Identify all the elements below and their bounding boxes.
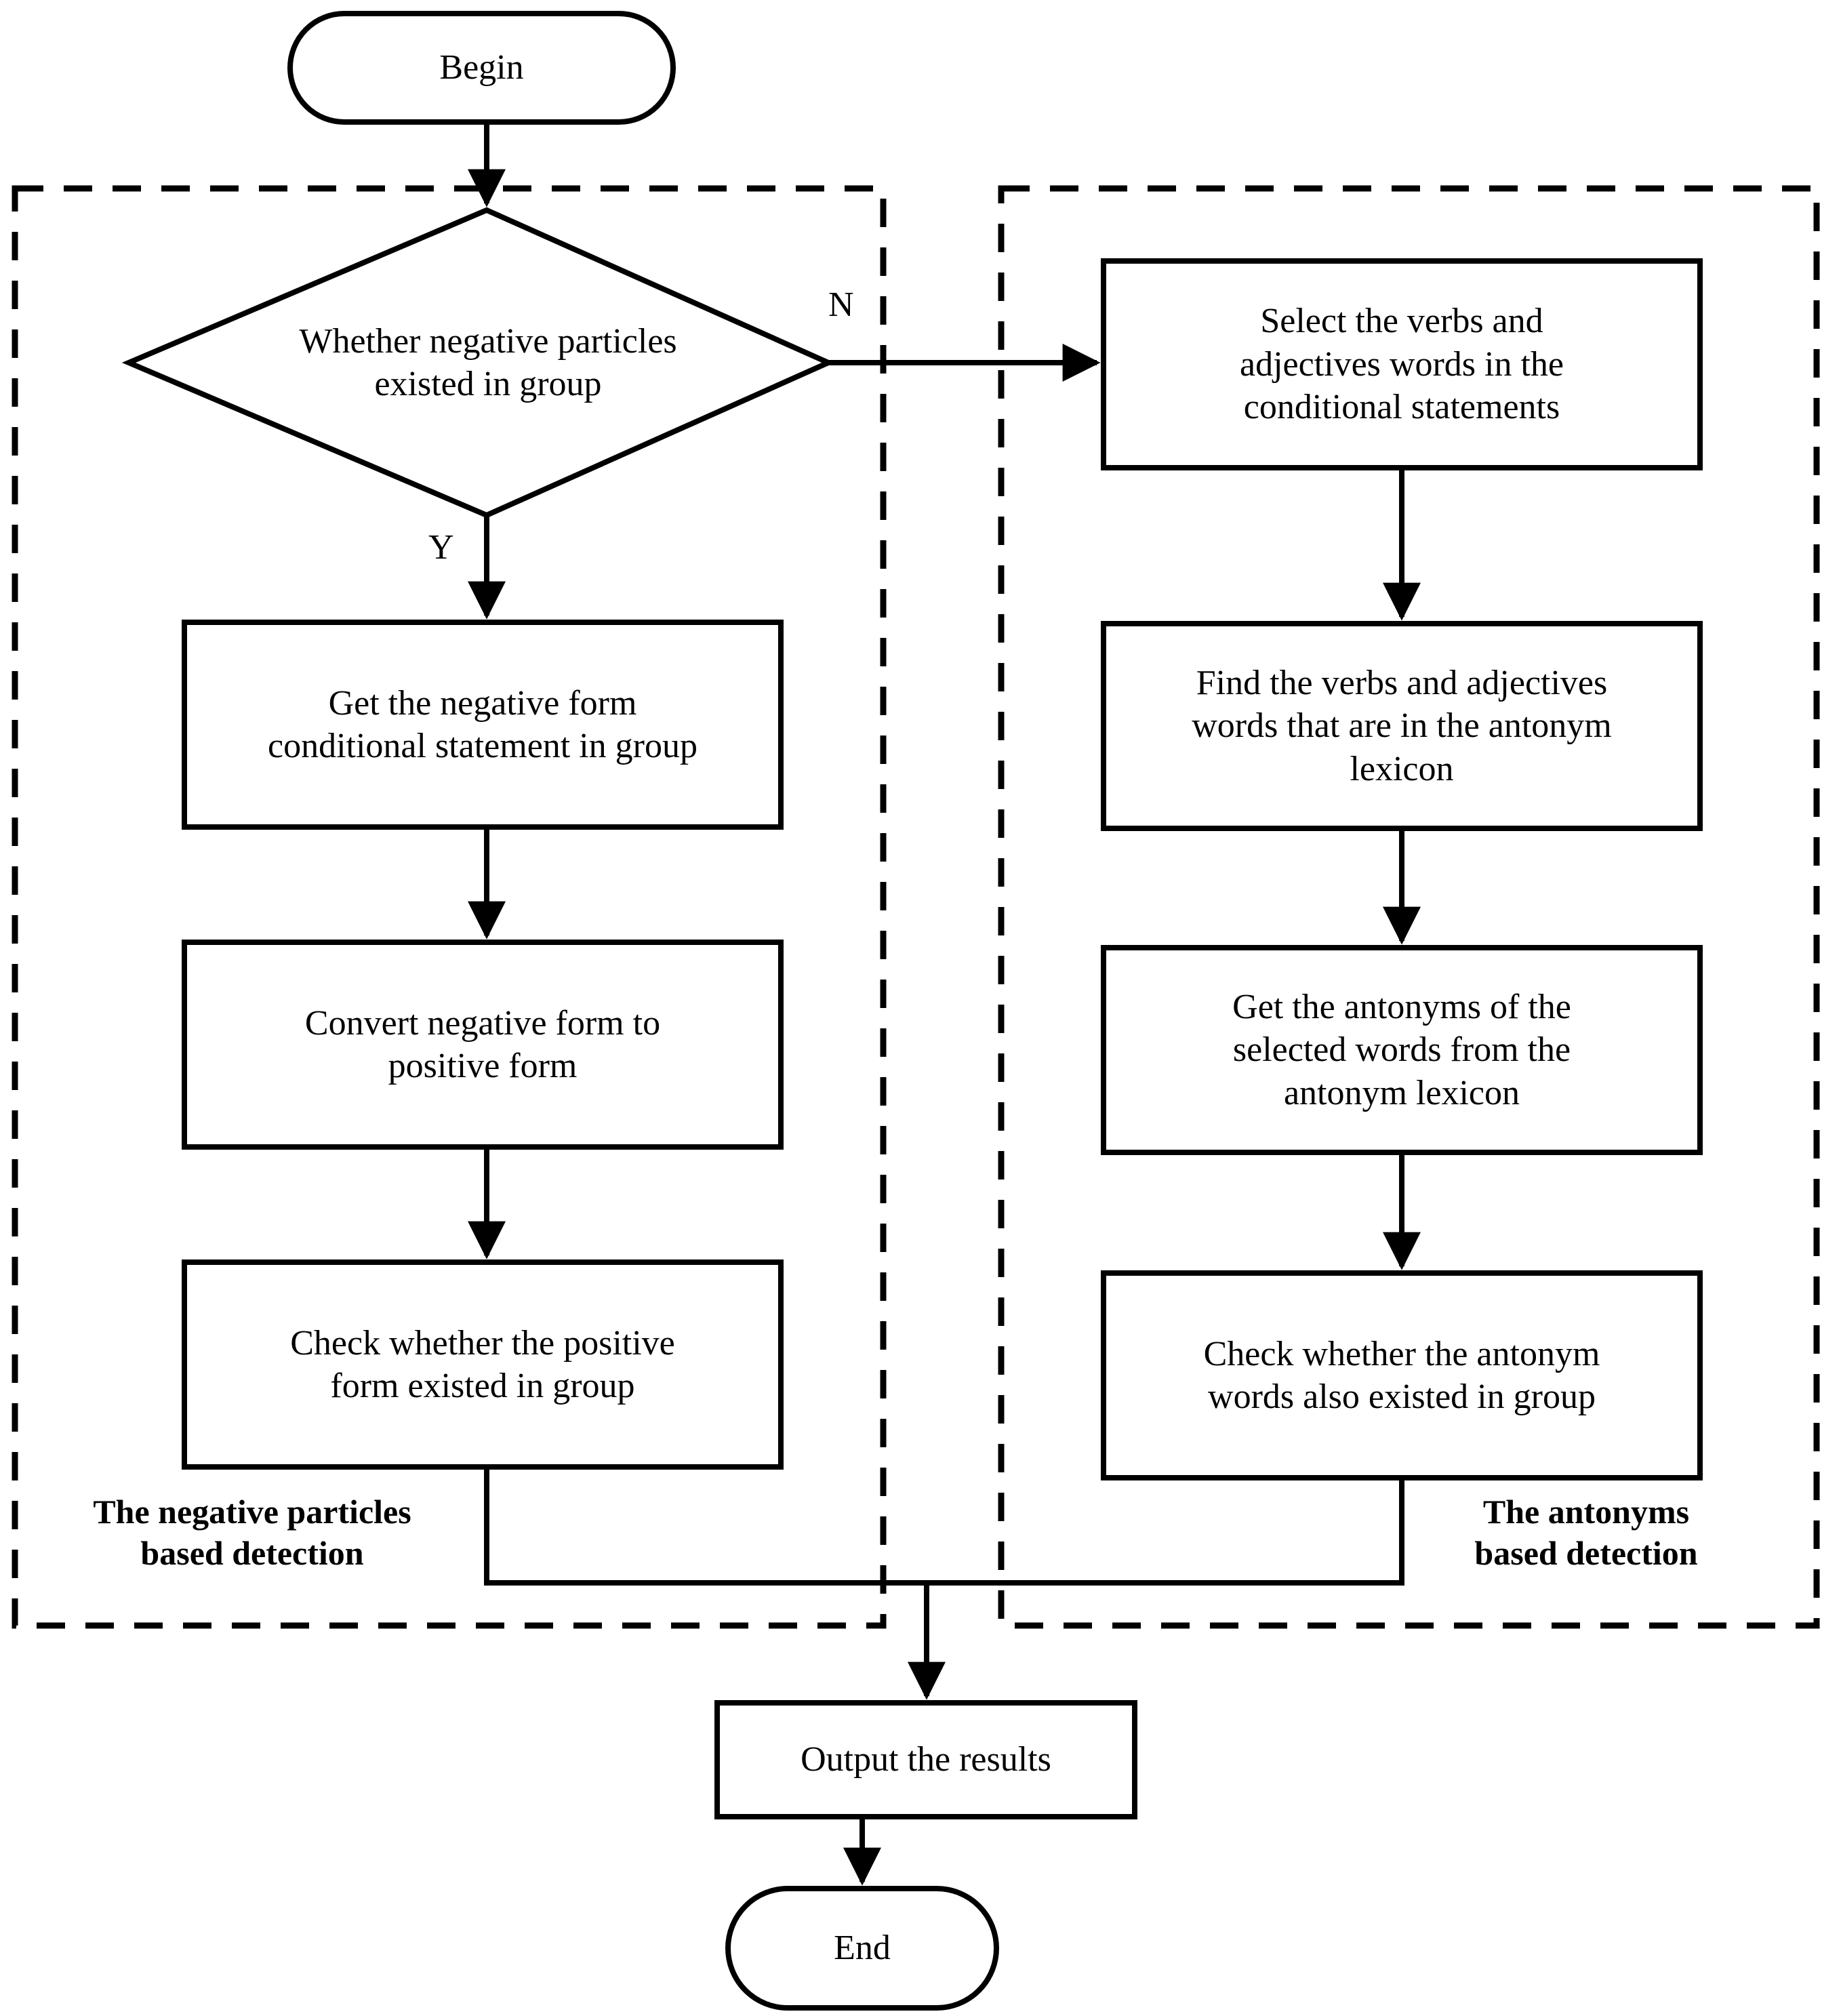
branch-label-yes: Y (428, 528, 454, 567)
node-shape-left-1 (182, 620, 784, 830)
node-shape-end (725, 1886, 999, 2011)
group-box-left (12, 185, 887, 1629)
node-shape-right-2 (1101, 621, 1703, 831)
connector-right-4-to-merge (927, 1478, 1404, 1586)
node-shape-left-3 (182, 1259, 784, 1470)
group-label-left: The negative particles based detection (93, 1493, 411, 1572)
node-shape-right-1 (1101, 258, 1703, 470)
group-label-right: The antonyms based detection (1474, 1493, 1698, 1572)
node-shape-right-3 (1101, 945, 1703, 1155)
node-shape-begin (287, 11, 676, 125)
node-shape-output (714, 1700, 1137, 1819)
node-shape-right-4 (1101, 1270, 1703, 1480)
branch-label-no: N (828, 285, 854, 324)
group-box-right (998, 185, 1820, 1629)
connector-left-3-to-merge (484, 1467, 927, 1586)
node-shape-decision (121, 207, 835, 519)
node-shape-left-2 (182, 940, 784, 1150)
